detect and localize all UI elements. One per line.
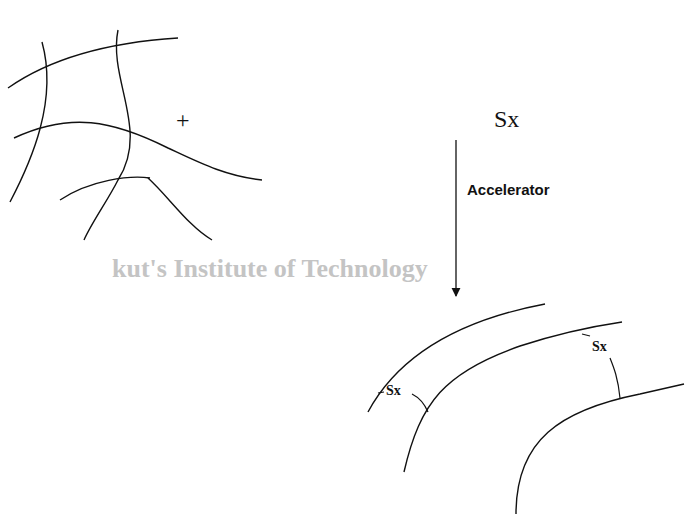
catalyst-label: Accelerator <box>467 182 550 197</box>
sulfur-label: Sx <box>494 107 519 131</box>
tangled-polymer-chains <box>8 30 262 240</box>
watermark-text: kut's Institute of Technology <box>112 256 428 282</box>
reaction-arrow <box>455 140 456 296</box>
crosslinked-polymer-chains <box>368 304 684 514</box>
crosslink-label: Sx <box>592 340 607 354</box>
plus-sign: + <box>176 108 190 132</box>
crosslink-label: Sx <box>386 384 401 398</box>
sulfur-crosslink <box>378 334 620 412</box>
